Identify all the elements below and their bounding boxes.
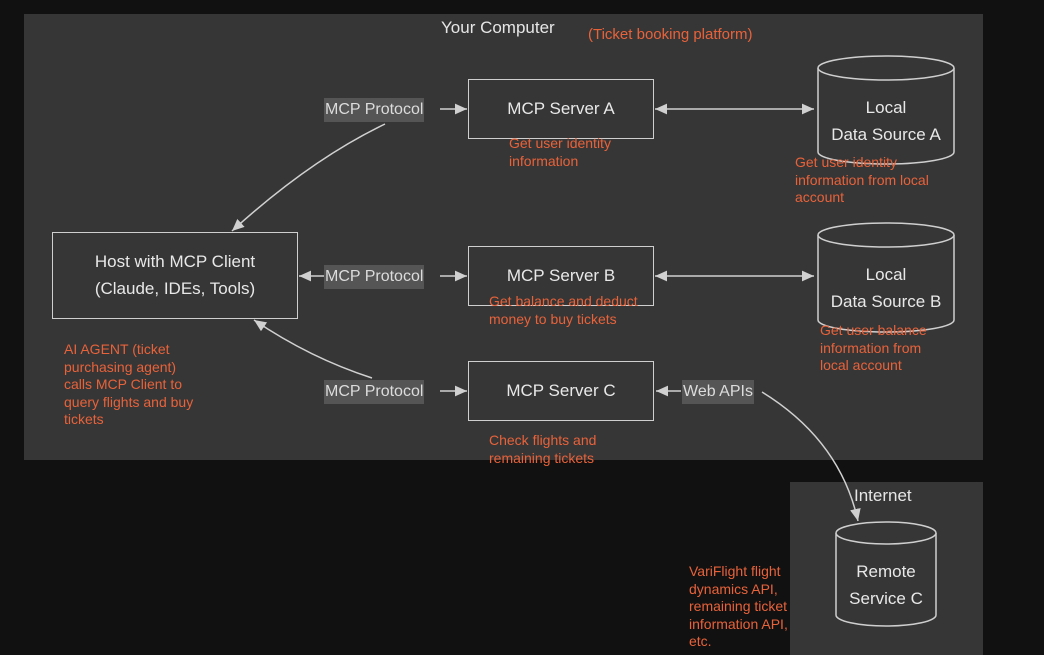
mcp-server-b: MCP Server B [468,246,654,306]
remote-service-label: Remote Service C [849,562,923,608]
host-note: AI AGENT (ticket purchasing agent) calls… [64,341,194,427]
mcp-server-a-label: MCP Server A [507,98,615,118]
mcp-server-c-label: MCP Server C [506,380,616,400]
web-apis-to-remote-curve [761,391,861,522]
mcp-server-c: MCP Server C [468,361,654,421]
web-apis-label: Web APIs [682,380,754,404]
mcp-server-a-note: Get user identity information [509,135,611,169]
data-source-a-note: Get user identity information from local… [795,154,929,205]
mcp-server-a: MCP Server A [468,79,654,139]
protocol-label-c: MCP Protocol [324,380,425,404]
data-source-b-note: Get user balance information from local … [820,322,927,373]
mcp-server-b-note: Get balance and deduct money to buy tick… [489,293,638,327]
host-box: Host with MCP Client (Claude, IDEs, Tool… [52,232,298,319]
host-line2: (Claude, IDEs, Tools) [94,278,256,298]
your-computer-title: Your Computer [441,18,555,37]
data-source-a-label: Local Data Source A [831,98,941,144]
remote-service-cylinder [835,521,937,627]
mcp-server-c-note: Check flights and remaining tickets [489,432,597,466]
data-source-b-label: Local Data Source B [830,265,942,311]
protocol-label-b: MCP Protocol [324,265,425,289]
protocol-c-to-host-curve [253,319,373,379]
internet-title: Internet [854,486,912,505]
protocol-label-a: MCP Protocol [324,98,425,122]
protocol-a-to-host-curve [231,123,386,232]
platform-subtitle: (Ticket booking platform) [588,26,753,43]
data-source-a-cylinder [817,55,955,165]
mcp-server-b-label: MCP Server B [506,265,616,285]
data-source-b-cylinder [817,222,955,333]
remote-service-note: VariFlight flight dynamics API, remainin… [689,563,788,649]
host-line1: Host with MCP Client [94,252,256,272]
